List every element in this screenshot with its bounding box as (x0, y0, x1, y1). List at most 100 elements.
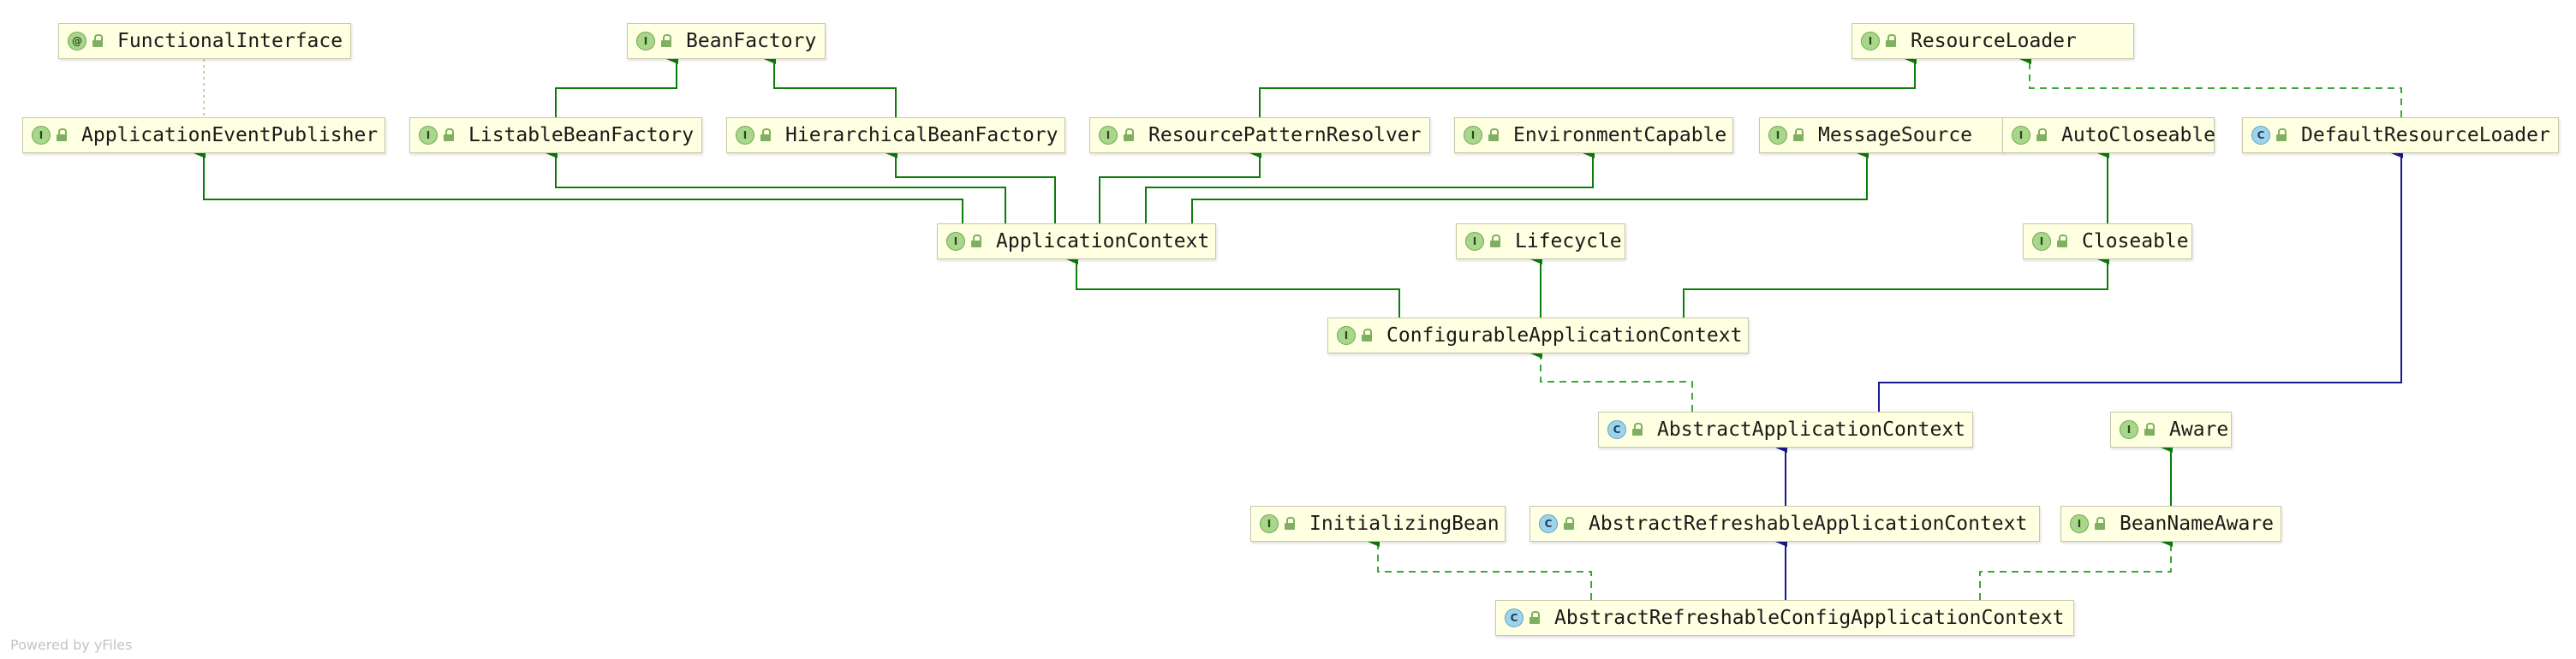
lock-icon (1792, 128, 1806, 143)
lock-icon (970, 234, 984, 249)
edge-applicationcontext-to-resourcepatternresolver (1099, 148, 1261, 223)
lock-icon (2144, 422, 2157, 437)
edge-defaultresourceloader-to-resourceloader (2019, 54, 2402, 117)
class-node-abstractapplicationcontext[interactable]: C AbstractApplicationContext (1598, 412, 1973, 448)
edge-configurableapplicationcontext-to-applicationcontext (1066, 254, 1400, 318)
class-node-applicationcontext[interactable]: I ApplicationContext (937, 223, 1216, 259)
edge-resourcepatternresolver-to-resourceloader (1259, 54, 1917, 117)
class-name: Aware (2169, 419, 2229, 441)
interface-icon: I (2070, 514, 2089, 533)
class-node-resourceloader[interactable]: I ResourceLoader (1852, 23, 2134, 59)
class-node-functionalinterface[interactable]: @ FunctionalInterface (58, 23, 351, 59)
edge-configurableapplicationcontext-to-closeable (1683, 254, 2109, 318)
class-name: ResourceLoader (1911, 30, 2077, 52)
interface-icon: I (946, 232, 965, 251)
interface-icon: I (1861, 32, 1880, 50)
interface-icon: I (1099, 126, 1118, 145)
edge-applicationcontext-to-applicationeventpublisher (194, 148, 963, 223)
class-icon: C (1505, 609, 1524, 627)
class-icon: C (1539, 514, 1558, 533)
class-node-lifecycle[interactable]: I Lifecycle (1456, 223, 1625, 259)
class-name: AbstractApplicationContext (1657, 419, 1966, 441)
class-name: ApplicationEventPublisher (81, 124, 379, 146)
lock-icon (2036, 128, 2049, 143)
lock-icon (1631, 422, 1645, 437)
edge-hierarchicalbeanfactory-to-beanfactory (764, 54, 897, 117)
lock-icon (2275, 128, 2289, 143)
edge-applicationcontext-to-listablebeanfactory (546, 148, 1006, 223)
class-name: AbstractRefreshableConfigApplicationCont… (1554, 607, 2065, 629)
class-name: Lifecycle (1515, 230, 1622, 252)
interface-icon: I (2012, 126, 2030, 145)
class-name: AutoCloseable (2061, 124, 2216, 146)
lock-icon (92, 33, 105, 49)
class-name: Closeable (2082, 230, 2189, 252)
edge-abstractapplicationcontext-to-defaultresourceloader (1878, 148, 2403, 412)
class-node-resourcepatternresolver[interactable]: I ResourcePatternResolver (1089, 117, 1430, 153)
lock-icon (1361, 328, 1374, 343)
lock-icon (760, 128, 773, 143)
lock-icon (1885, 33, 1899, 49)
class-icon: C (1607, 420, 1626, 439)
lock-icon (1284, 516, 1297, 531)
class-name: MessageSource (1818, 124, 1973, 146)
class-node-configurableapplicationcontext[interactable]: I ConfigurableApplicationContext (1327, 318, 1749, 353)
class-name: InitializingBean (1309, 513, 1500, 535)
class-name: ResourcePatternResolver (1148, 124, 1422, 146)
interface-icon: I (636, 32, 655, 50)
edge-applicationcontext-to-environmentcapable (1145, 148, 1595, 223)
edge-applicationcontext-to-messagesource (1191, 148, 1869, 223)
interface-icon: I (32, 126, 51, 145)
lock-icon (2056, 234, 2070, 249)
edge-abstractapplicationcontext-to-configurableapplicationcontext (1530, 348, 1693, 412)
class-node-initializingbean[interactable]: I InitializingBean (1250, 506, 1506, 542)
class-node-autocloseable[interactable]: I AutoCloseable (2002, 117, 2215, 153)
class-node-beannameaware[interactable]: I BeanNameAware (2060, 506, 2281, 542)
class-node-aware[interactable]: I Aware (2110, 412, 2232, 448)
class-node-environmentcapable[interactable]: I EnvironmentCapable (1454, 117, 1733, 153)
lock-icon (1489, 234, 1503, 249)
class-name: EnvironmentCapable (1513, 124, 1727, 146)
watermark: Powered by yFiles (10, 637, 133, 653)
interface-icon: I (1337, 326, 1356, 345)
lock-icon (1563, 516, 1577, 531)
interface-icon: I (2032, 232, 2051, 251)
class-name: AbstractRefreshableApplicationContext (1589, 513, 2028, 535)
class-node-messagesource[interactable]: I MessageSource (1759, 117, 2004, 153)
lock-icon (1529, 610, 1542, 626)
class-name: FunctionalInterface (117, 30, 343, 52)
class-name: ListableBeanFactory (468, 124, 695, 146)
annotation-icon: @ (68, 32, 86, 50)
interface-icon: I (1465, 232, 1484, 251)
edge-abstractrefreshableconfigapplicationcontext-to-beannameaware (1979, 537, 2173, 600)
lock-icon (1123, 128, 1136, 143)
interface-icon: I (736, 126, 754, 145)
interface-icon: I (1464, 126, 1482, 145)
class-node-abstractrefreshableconfigapplicationcontext[interactable]: C AbstractRefreshableConfigApplicationCon… (1495, 600, 2074, 636)
lock-icon (660, 33, 674, 49)
interface-icon: I (419, 126, 438, 145)
class-node-applicationeventpublisher[interactable]: I ApplicationEventPublisher (22, 117, 385, 153)
interface-icon: I (1260, 514, 1279, 533)
class-name: ConfigurableApplicationContext (1386, 324, 1743, 347)
interface-icon: I (2120, 420, 2138, 439)
edge-listablebeanfactory-to-beanfactory (555, 54, 678, 117)
class-icon: C (2251, 126, 2270, 145)
class-name: BeanNameAware (2120, 513, 2275, 535)
class-name: BeanFactory (686, 30, 817, 52)
lock-icon (56, 128, 69, 143)
lock-icon (443, 128, 456, 143)
class-name: ApplicationContext (996, 230, 1210, 252)
interface-icon: I (1768, 126, 1787, 145)
edge-abstractrefreshableconfigapplicationcontext-to-initializingbean (1368, 537, 1592, 600)
class-node-hierarchicalbeanfactory[interactable]: I HierarchicalBeanFactory (726, 117, 1065, 153)
class-node-beanfactory[interactable]: I BeanFactory (627, 23, 826, 59)
class-name: HierarchicalBeanFactory (785, 124, 1058, 146)
class-node-abstractrefreshableapplicationcontext[interactable]: C AbstractRefreshableApplicationContext (1530, 506, 2040, 542)
class-node-listablebeanfactory[interactable]: I ListableBeanFactory (409, 117, 702, 153)
class-node-closeable[interactable]: I Closeable (2023, 223, 2192, 259)
lock-icon (1488, 128, 1501, 143)
